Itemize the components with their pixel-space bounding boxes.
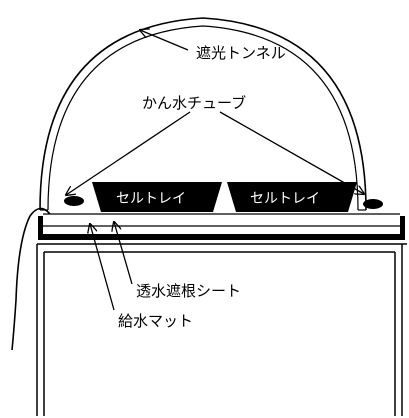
water-mat-leader	[90, 224, 115, 311]
cell-tray-left	[92, 182, 222, 212]
water-mat-label: 給水マット	[118, 312, 193, 330]
cell-tray-right	[227, 182, 357, 212]
shade-tunnel-label: 遮光トンネル	[196, 44, 286, 62]
irrigation-tube-left	[64, 196, 84, 206]
table	[36, 243, 407, 416]
irrigation-tube-right	[363, 199, 383, 209]
irrigation-tube-arrow-left	[66, 111, 191, 195]
supply-hose	[11, 207, 51, 351]
cell-tray-right-label: セルトレイ	[250, 191, 320, 207]
irrigation-tube-label: かん水チューブ	[142, 94, 246, 112]
bench-bed	[38, 213, 405, 240]
root-barrier-sheet-leader	[114, 222, 133, 285]
cell-tray-left-label: セルトレイ	[116, 191, 186, 207]
shade-tunnel-leader	[140, 30, 189, 51]
irrigation-tube-arrow-right	[219, 111, 364, 194]
root-barrier-sheet-label: 透水遮根シート	[136, 282, 241, 300]
